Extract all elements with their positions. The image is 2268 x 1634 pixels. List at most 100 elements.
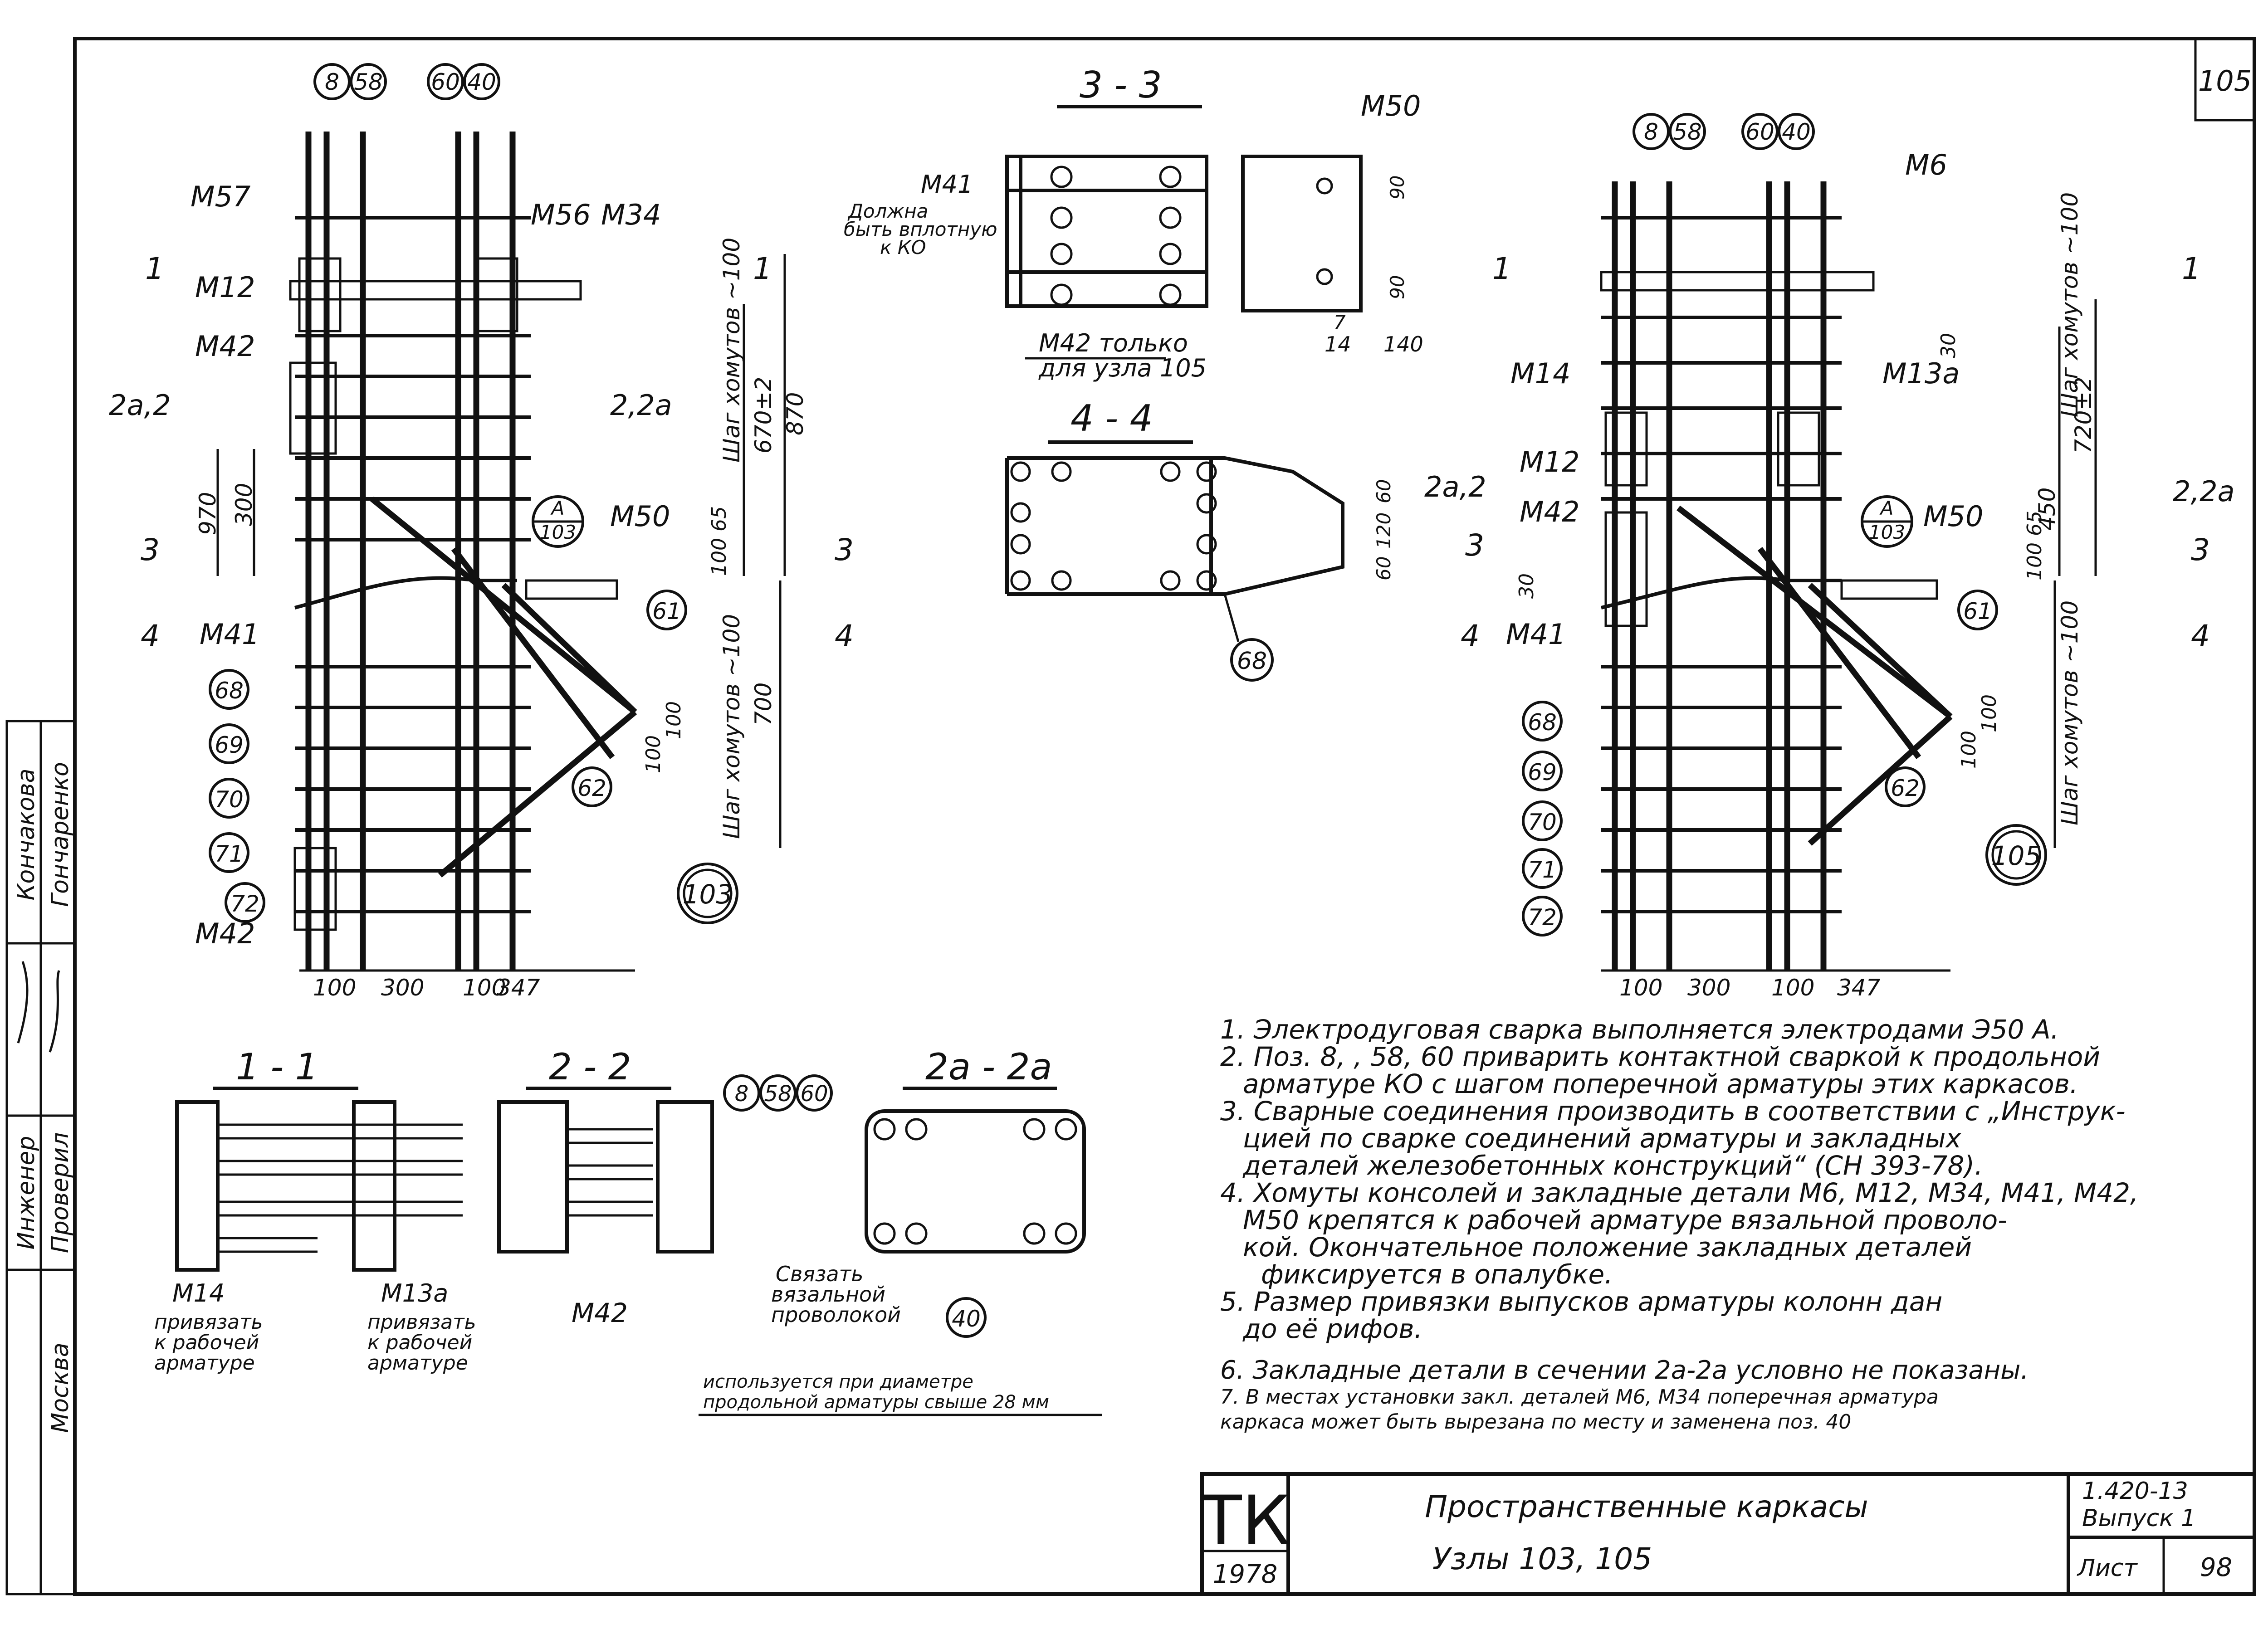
svg-text:цией по сварке соединений арма: цией по сварке соединений арматуры и зак… <box>1243 1123 1961 1154</box>
svg-text:100: 100 <box>1619 975 1662 1001</box>
svg-text:М13а: М13а <box>381 1279 448 1307</box>
strip-role-2: Проверил <box>47 1132 74 1254</box>
svg-text:40: 40 <box>467 69 496 95</box>
svg-text:используется при диаметре: используется при диаметре <box>703 1371 973 1392</box>
left-approval-strip: Кончакова Гончаренко Инженер Проверил Мо… <box>5 720 76 1595</box>
svg-text:72: 72 <box>230 891 259 917</box>
section-2a-2a: 2a - 2a Связать вязальной проволокой 40 … <box>699 1046 1102 1416</box>
svg-text:120: 120 <box>1373 512 1395 549</box>
svg-text:71: 71 <box>215 841 244 867</box>
node-103-label: 103 <box>683 879 733 910</box>
svg-text:30: 30 <box>1515 573 1538 599</box>
svg-text:вязальной: вязальной <box>771 1282 885 1307</box>
section-2a-2a-title: 2a - 2a <box>925 1046 1052 1088</box>
signature-marks <box>17 961 60 1053</box>
svg-text:300: 300 <box>381 975 424 1001</box>
svg-text:деталей железобетонных констру: деталей железобетонных конструкций“ (СН … <box>1242 1150 1983 1181</box>
svg-text:Шаг хомутов ~100: Шаг хомутов ~100 <box>2057 600 2083 825</box>
svg-text:90: 90 <box>1386 275 1408 299</box>
label-m14: М14 <box>1510 357 1570 390</box>
svg-text:A: A <box>1879 497 1894 519</box>
svg-text:347: 347 <box>1837 975 1881 1001</box>
label-m42-105: М42 <box>1520 495 1579 528</box>
label-m56: М56 <box>531 198 591 231</box>
svg-text:фиксируется в опалубке.: фиксируется в опалубке. <box>1261 1259 1613 1290</box>
svg-text:720±2: 720±2 <box>2070 377 2097 454</box>
svg-text:3: 3 <box>1465 528 1484 563</box>
node-105-label: 105 <box>1991 840 2042 871</box>
svg-text:69: 69 <box>1528 759 1557 785</box>
svg-text:арматуре: арматуре <box>154 1351 255 1375</box>
svg-text:3: 3 <box>141 532 160 567</box>
svg-text:62: 62 <box>577 775 606 801</box>
svg-text:Шаг хомутов ~100: Шаг хомутов ~100 <box>719 238 745 463</box>
svg-text:870: 870 <box>782 392 808 435</box>
svg-text:60: 60 <box>1373 556 1395 580</box>
svg-text:8: 8 <box>1644 119 1658 145</box>
svg-text:Должна: Должна <box>847 200 928 222</box>
label-m57: М57 <box>191 180 250 213</box>
svg-text:привязать: привязать <box>367 1311 476 1334</box>
svg-text:4. Хомуты консолей и закладные: 4. Хомуты консолей и закладные детали М6… <box>1220 1177 2138 1208</box>
svg-text:A: A <box>550 497 565 519</box>
svg-text:Шаг хомутов ~100: Шаг хомутов ~100 <box>2057 192 2083 417</box>
label-m12-105: М12 <box>1520 445 1579 478</box>
svg-text:68: 68 <box>215 678 244 704</box>
svg-text:40: 40 <box>1782 119 1811 145</box>
svg-text:100: 100 <box>1957 731 1980 769</box>
svg-text:300: 300 <box>1687 975 1730 1001</box>
svg-text:1.420-13: 1.420-13 <box>2082 1478 2188 1505</box>
svg-text:450: 450 <box>2034 488 2060 531</box>
node-103-top-bubbles: 8 58 60 40 <box>313 63 500 100</box>
strip-role-1: Инженер <box>13 1136 40 1250</box>
svg-text:700: 700 <box>750 683 777 726</box>
title-block: ТК 1978 Пространственные каркасы Узлы 10… <box>1200 1472 2256 1596</box>
svg-text:40: 40 <box>952 1306 981 1332</box>
svg-text:8: 8 <box>735 1081 749 1107</box>
svg-text:58: 58 <box>354 69 383 95</box>
label-m34: М34 <box>601 198 661 231</box>
svg-text:70: 70 <box>215 786 244 813</box>
svg-text:68: 68 <box>1237 648 1267 675</box>
svg-text:Лист: Лист <box>2077 1555 2138 1582</box>
svg-text:М14: М14 <box>172 1279 225 1307</box>
svg-text:арматуре КО с шагом поперечной: арматуре КО с шагом поперечной арматуры … <box>1243 1068 2078 1099</box>
svg-text:61: 61 <box>652 598 681 624</box>
svg-text:8: 8 <box>325 69 339 95</box>
svg-text:5. Размер привязки выпусков ар: 5. Размер привязки выпусков арматуры кол… <box>1220 1286 1942 1317</box>
svg-text:к рабочей: к рабочей <box>154 1331 259 1354</box>
node-105-drawing: 8 58 60 40 61 62 68 69 70 71 72 105 A 10… <box>1424 113 2235 1001</box>
svg-text:2а,2: 2а,2 <box>109 389 171 422</box>
label-m6: М6 <box>1905 148 1947 181</box>
svg-text:7: 7 <box>1334 311 1346 333</box>
svg-text:продольной арматуры свыше 28 м: продольной арматуры свыше 28 мм <box>703 1392 1049 1413</box>
svg-text:100 65: 100 65 <box>2023 511 2046 580</box>
section-1-1-title: 1 - 1 <box>236 1046 318 1088</box>
drawing-title: Пространственные каркасы <box>1425 1489 1868 1524</box>
svg-text:2,2а: 2,2а <box>610 389 672 422</box>
section-2-2: 2 - 2 8 58 60 М42 <box>497 1046 833 1328</box>
section-3-3: 3 - 3 М41 Должна быть вплотную к КО М42 … <box>844 64 1423 382</box>
svg-text:71: 71 <box>1528 857 1557 883</box>
svg-text:68: 68 <box>1528 709 1557 736</box>
svg-text:1: 1 <box>1492 251 1511 286</box>
svg-text:100: 100 <box>1978 694 2001 732</box>
svg-text:100: 100 <box>662 701 685 739</box>
strip-city: Москва <box>47 1342 74 1433</box>
svg-text:103: 103 <box>540 521 576 543</box>
svg-text:970: 970 <box>195 492 221 535</box>
label-m41: М41 <box>200 618 259 651</box>
svg-text:каркаса может быть вырезана по: каркаса может быть вырезана по месту и з… <box>1220 1410 1851 1434</box>
svg-text:30: 30 <box>1937 333 1960 358</box>
svg-text:347: 347 <box>497 975 540 1001</box>
svg-text:4: 4 <box>2191 619 2210 654</box>
svg-text:1978: 1978 <box>1213 1560 1278 1589</box>
sheet-number: 98 <box>2200 1553 2232 1582</box>
svg-text:140: 140 <box>1383 332 1423 356</box>
svg-text:1. Электродуговая сварка выпол: 1. Электродуговая сварка выполняется эле… <box>1220 1014 2059 1045</box>
svg-text:М41: М41 <box>921 170 973 199</box>
svg-text:58: 58 <box>1673 119 1702 145</box>
svg-text:60: 60 <box>1745 119 1774 145</box>
